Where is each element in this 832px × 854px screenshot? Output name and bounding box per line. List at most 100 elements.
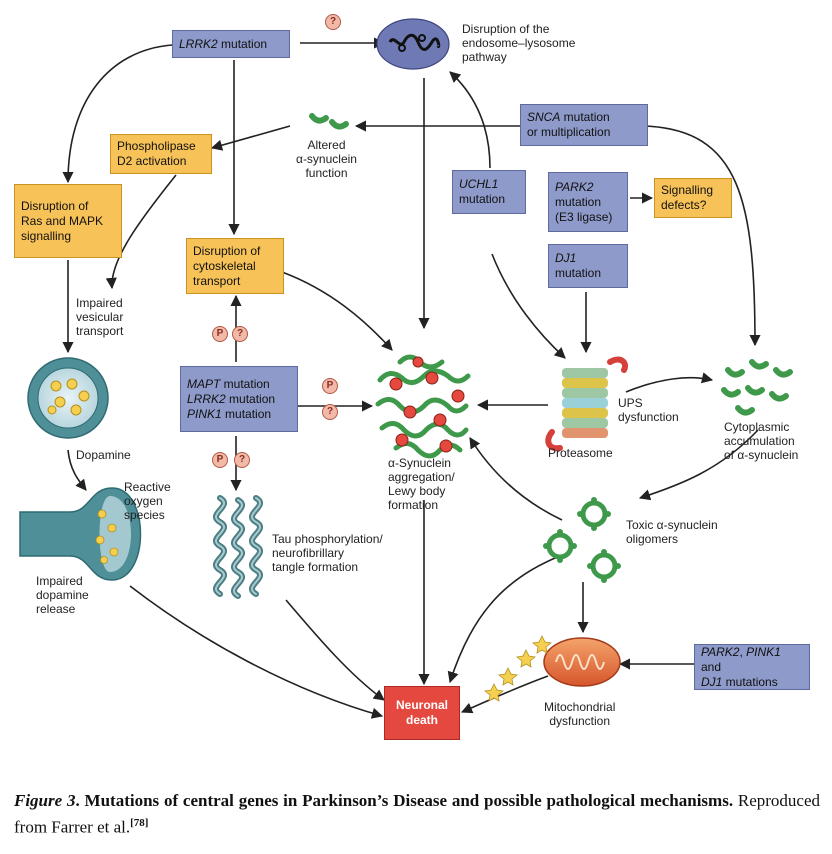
mapt-gene: MAPT — [187, 376, 221, 391]
proteasome-illustration — [545, 356, 628, 452]
aggregation-label-3: Lewy body — [388, 484, 446, 498]
question-mark-lrrk2-endosome: ? — [325, 14, 341, 30]
lrrk2-rest-2: mutation — [225, 391, 276, 406]
arrow-pld-vesicular — [105, 174, 177, 290]
dopamine-label: Dopamine — [76, 448, 131, 462]
snca-rest: mutation — [560, 110, 610, 124]
lrrk2-mutation-box: LRRK2 mutation — [172, 30, 290, 58]
altered-label-3: function — [305, 166, 348, 180]
lrrk2-gene: LRRK2 — [179, 36, 218, 51]
mitochondrion-illustration — [484, 635, 621, 702]
figure-caption: Figure 3. Mutations of central genes in … — [14, 790, 820, 839]
aggregation-label-4: formation — [388, 498, 439, 512]
arrow-snca-cytoplasmic — [644, 125, 761, 347]
vesicular-label-1: Impaired — [76, 296, 123, 310]
arrow-cyto-aggregation — [281, 271, 393, 351]
altered-synuclein-illustration — [309, 113, 349, 130]
park2-line3: (E3 ligase) — [555, 209, 613, 224]
death-line1: Neuronal — [395, 698, 448, 712]
cytoskeletal-box: Disruption of cytoskeletal transport — [186, 238, 284, 294]
endosome-label-2: endosome–lysosome — [462, 36, 576, 50]
mito-label: Mitochondrial dysfunction — [544, 700, 615, 728]
arrow-cytoplasmic-toxic — [638, 429, 759, 501]
tau-label-3: tangle formation — [272, 560, 359, 574]
diagram-arrows — [19, 18, 793, 719]
altered-label-2: α-synuclein — [296, 152, 357, 166]
caption-ref: [78] — [130, 817, 149, 829]
snca-gene: SNCA — [527, 110, 561, 124]
mapt-lrrk2-pink1-box: MAPT mutation LRRK2 mutation PINK1 mutat… — [180, 366, 298, 432]
arrow-uchl1-proteasome — [491, 253, 566, 359]
mapt-rest: mutation — [220, 376, 270, 391]
pink1-gene-2: PINK1 — [746, 644, 781, 659]
ros-label-3: species — [124, 508, 165, 522]
tau-label-2: neurofibrillary — [272, 546, 345, 560]
pink1-rest: mutation — [221, 406, 272, 421]
altered-synuclein-label: Altered α-synuclein function — [296, 138, 357, 180]
diagram: LRRK2 mutation SNCA mutation or multipli… — [14, 14, 810, 740]
cyto-line3: transport — [193, 273, 241, 288]
cytoplasmic-label-3: of α-synuclein — [724, 448, 799, 462]
cytoplasmic-synuclein-illustration — [721, 359, 793, 416]
endosome-label-1: Disruption of the — [462, 22, 550, 36]
aggregation-label: α-Synuclein aggregation/ Lewy body forma… — [388, 456, 455, 512]
pld-line2: D2 activation — [117, 154, 187, 168]
vesicular-label-3: transport — [76, 324, 124, 338]
park2-mutation-box: PARK2 mutation (E3 ligase) — [548, 172, 628, 232]
arrow-vesicle-synapse — [67, 449, 87, 491]
arrow-release-death — [129, 585, 384, 719]
pld-line1: Phospholipase — [117, 139, 196, 153]
park2-sep: , — [739, 644, 747, 659]
snca-line2: or multiplication — [527, 125, 611, 139]
proteasome-label: Proteasome — [548, 446, 613, 460]
death-line2: death — [405, 713, 438, 727]
pink1-and: and — [701, 659, 722, 674]
impaired-vesicular-label: Impaired vesicular transport — [76, 296, 123, 338]
ros-label-1: Reactive — [124, 480, 171, 494]
ras-line1: Disruption of — [21, 198, 89, 213]
uchl1-gene: UCHL1 — [459, 177, 499, 191]
release-label-2: dopamine — [36, 588, 89, 602]
caption-rest: Reproduced from Farrer et al. — [14, 791, 821, 837]
ups-label-2: dysfunction — [618, 410, 679, 424]
park2-pink1-dj1-box: PARK2, PINK1 and DJ1 mutations — [694, 644, 810, 690]
question-marker-right: ? — [322, 404, 338, 420]
arrow-altered-pld — [210, 125, 291, 151]
tau-tangle-illustration — [213, 495, 263, 599]
cyto-line2: cytoskeletal — [193, 258, 256, 273]
ros-label: Reactive oxygen species — [124, 480, 171, 522]
park2-gene: PARK2 — [555, 179, 594, 194]
arrow-lrrk2-ras — [62, 44, 173, 184]
toxic-oligomers-label: Toxic α-synuclein oligomers — [626, 518, 718, 546]
lrrk2-gene-2: LRRK2 — [187, 391, 226, 406]
phospho-marker-up: P — [212, 326, 228, 342]
dj1-gene-2: DJ1 — [701, 674, 723, 689]
snca-mutation-box: SNCA mutation or multiplication — [520, 104, 648, 146]
park2-gene-2: PARK2 — [701, 644, 740, 659]
arrow-toxic-aggregation — [469, 437, 563, 521]
arrow-mito-death — [460, 675, 549, 714]
signalling-defects-box: Signalling defects? — [654, 178, 732, 218]
endosome-label-3: pathway — [462, 50, 507, 64]
dj1-mutation-box: DJ1 mutation — [548, 244, 628, 288]
question-marker-up: ? — [232, 326, 248, 342]
synaptic-terminal-illustration — [19, 487, 142, 581]
ups-label: UPS dysfunction — [618, 396, 679, 424]
ros-label-2: oxygen — [124, 494, 163, 508]
phospho-marker-right: P — [322, 378, 338, 394]
mito-label-2: dysfunction — [549, 714, 611, 728]
arrow-uchl1-endosome — [449, 71, 491, 169]
ras-line3: signalling — [21, 228, 72, 243]
arrow-toxic-death — [447, 555, 561, 684]
cytoplasmic-label-2: accumulation — [724, 434, 795, 448]
aggregation-label-1: α-Synuclein — [388, 456, 451, 470]
aggregation-label-2: aggregation/ — [388, 470, 455, 484]
ups-label-1: UPS — [618, 396, 643, 410]
uchl1-mutation-box: UCHL1 mutation — [452, 170, 526, 214]
release-label-3: release — [36, 602, 76, 616]
cyto-line1: Disruption of — [193, 243, 261, 258]
dj1-gene: DJ1 — [555, 251, 577, 265]
mito-label-1: Mitochondrial — [544, 700, 616, 714]
arrow-proteasome-cytoplasmic — [625, 372, 714, 393]
ras-line2: Ras and MAPK — [21, 213, 104, 228]
